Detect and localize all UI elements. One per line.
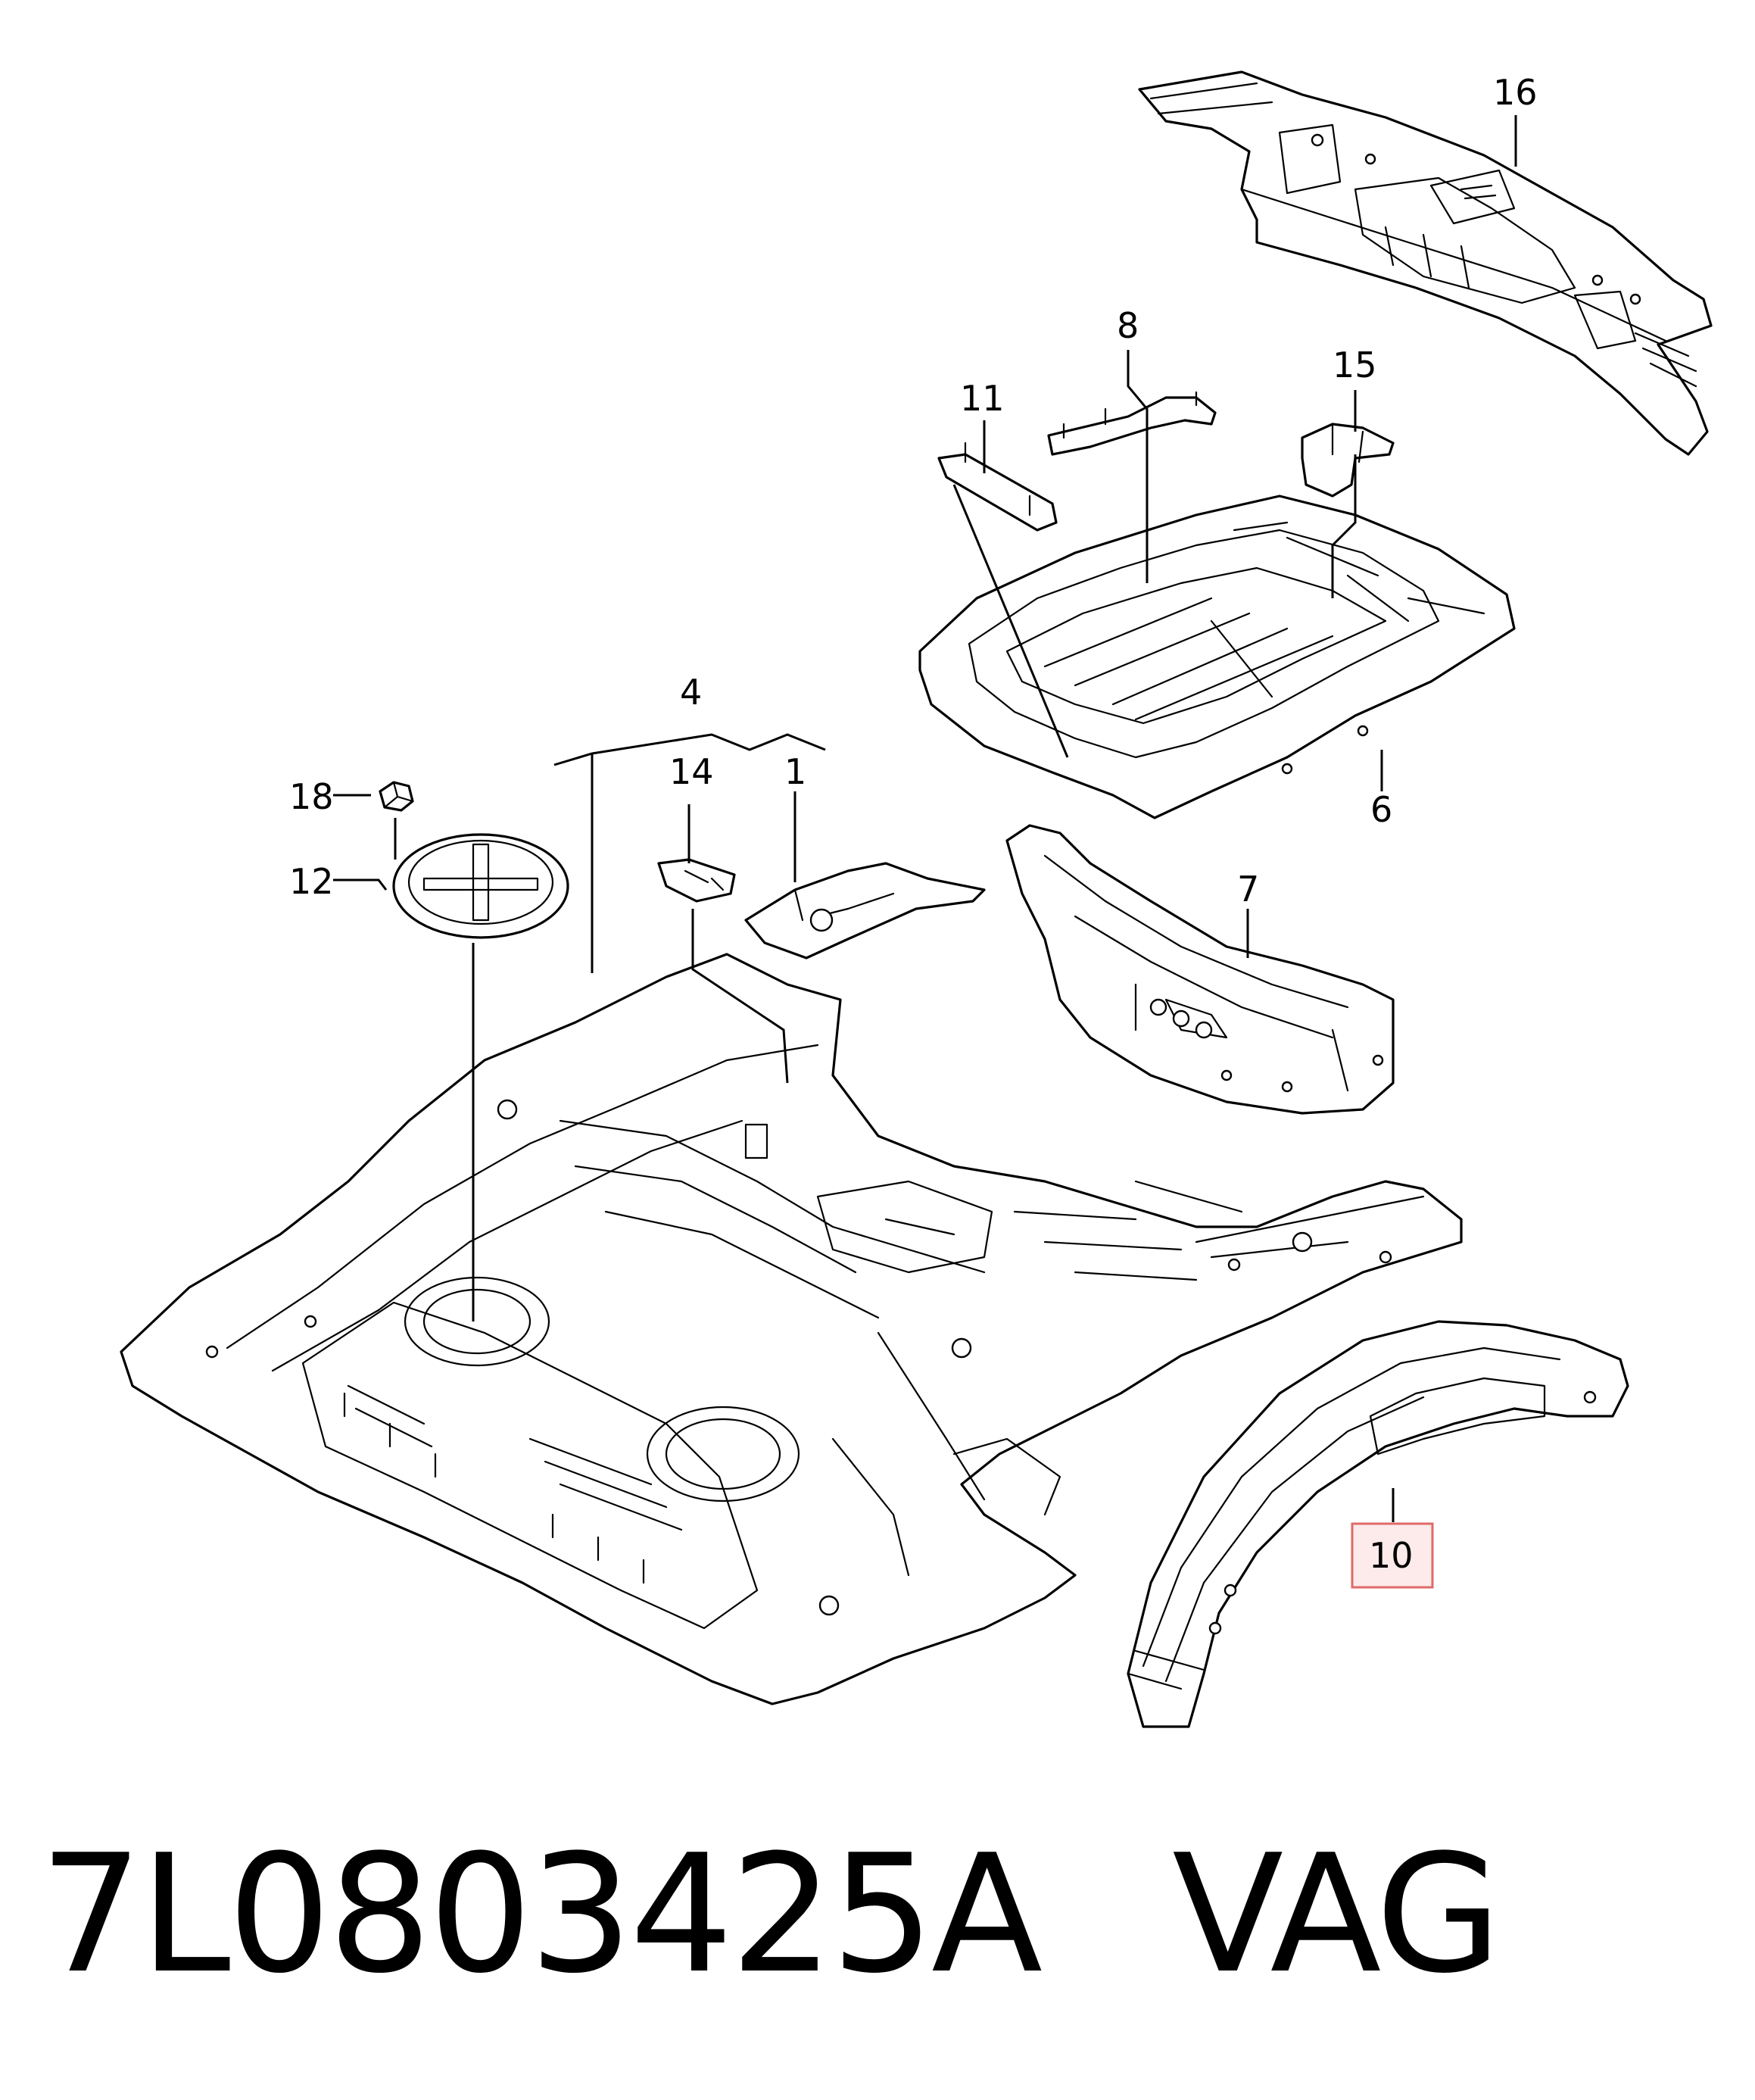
callout-12: 12: [289, 861, 334, 902]
part-12-cover: [392, 833, 569, 939]
part-6-spare-wheel-well: [918, 495, 1516, 819]
part-4-floor-pan: [120, 953, 1463, 1705]
callout-1: 1: [784, 751, 806, 792]
brand-name: VAG: [1172, 1819, 1501, 2009]
part-7-crossmember: [1005, 824, 1395, 1115]
part-10-wheelhouse: [1127, 1320, 1629, 1728]
part-18-nut: [379, 781, 414, 812]
callout-14: 14: [669, 751, 714, 792]
callout-18: 18: [289, 776, 334, 817]
callout-labels: 16 8 11 15 6 7 4 14 1 18 12 10: [289, 72, 1538, 1589]
callout-8: 8: [1117, 305, 1139, 346]
part-16-rear-panel: [1138, 70, 1713, 456]
floor-tabs: [343, 1392, 645, 1584]
leader-lines: [333, 115, 1517, 1522]
part-1-bracket: [744, 862, 986, 960]
callout-10: 10: [1369, 1535, 1414, 1576]
callout-15: 15: [1333, 345, 1377, 385]
callout-7: 7: [1237, 869, 1259, 910]
callout-10-highlight: [1351, 1522, 1434, 1589]
part-14-bracket: [657, 858, 736, 903]
callout-4: 4: [680, 672, 702, 713]
part-8-bracket: [1047, 391, 1217, 456]
part-15-bracket: [1301, 423, 1395, 498]
part-number: 7L0803425A: [39, 1819, 1043, 2009]
callout-11: 11: [960, 378, 1005, 419]
callout-6: 6: [1370, 789, 1392, 830]
part-11-bracket: [937, 442, 1058, 532]
callout-16: 16: [1493, 72, 1538, 113]
